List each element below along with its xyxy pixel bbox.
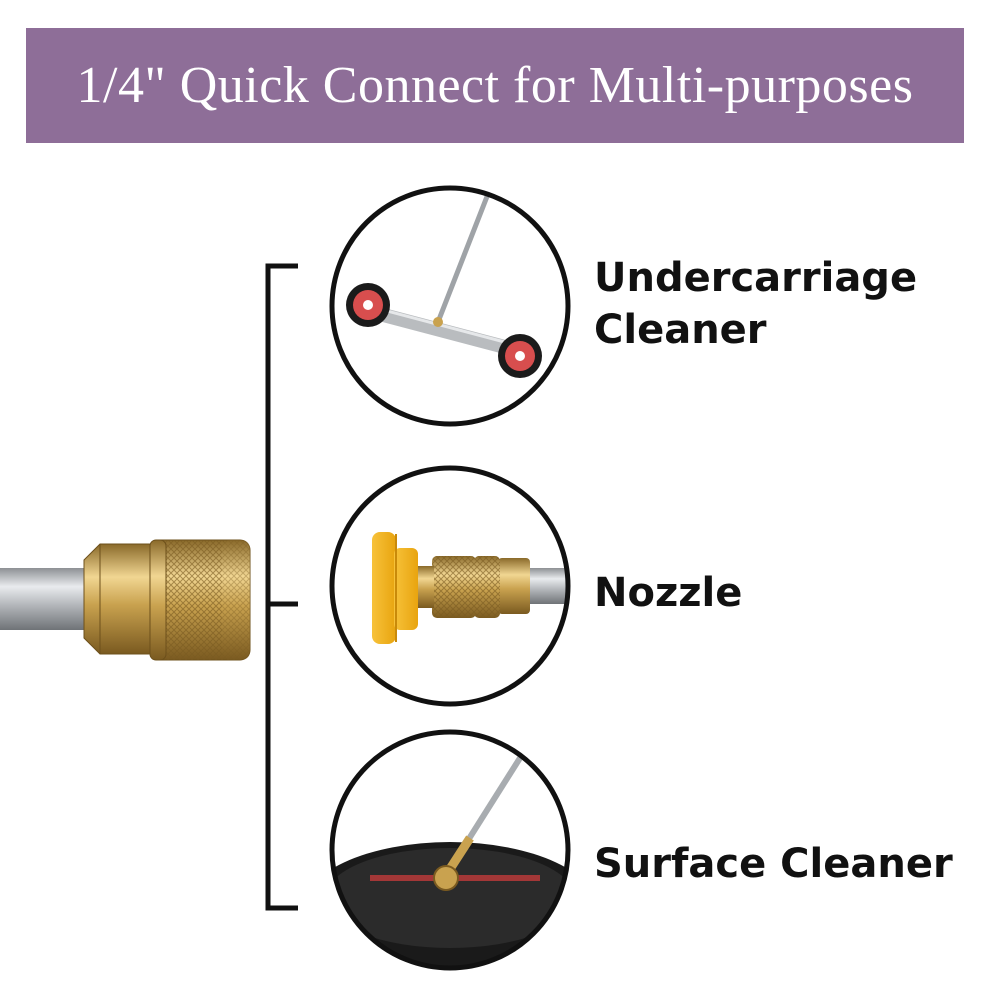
nozzle-icon xyxy=(329,465,571,707)
label-line-1: Nozzle xyxy=(594,570,743,616)
undercarriage-cleaner-icon xyxy=(329,185,571,427)
label-nozzle: Nozzle xyxy=(594,567,742,619)
quick-connect-coupler-icon xyxy=(0,539,251,661)
label-surface-cleaner: Surface Cleaner xyxy=(594,838,953,890)
surface-cleaner-icon xyxy=(329,729,571,971)
banner-title: 1/4" Quick Connect for Multi-purposes xyxy=(76,57,914,114)
label-line-1: Surface Cleaner xyxy=(594,841,953,887)
bracket-connector xyxy=(265,263,298,911)
title-banner: 1/4" Quick Connect for Multi-purposes xyxy=(26,28,964,143)
label-line-2: Cleaner xyxy=(594,307,767,353)
label-undercarriage-cleaner: Undercarriage Cleaner xyxy=(594,252,917,356)
label-line-1: Undercarriage xyxy=(594,255,918,301)
